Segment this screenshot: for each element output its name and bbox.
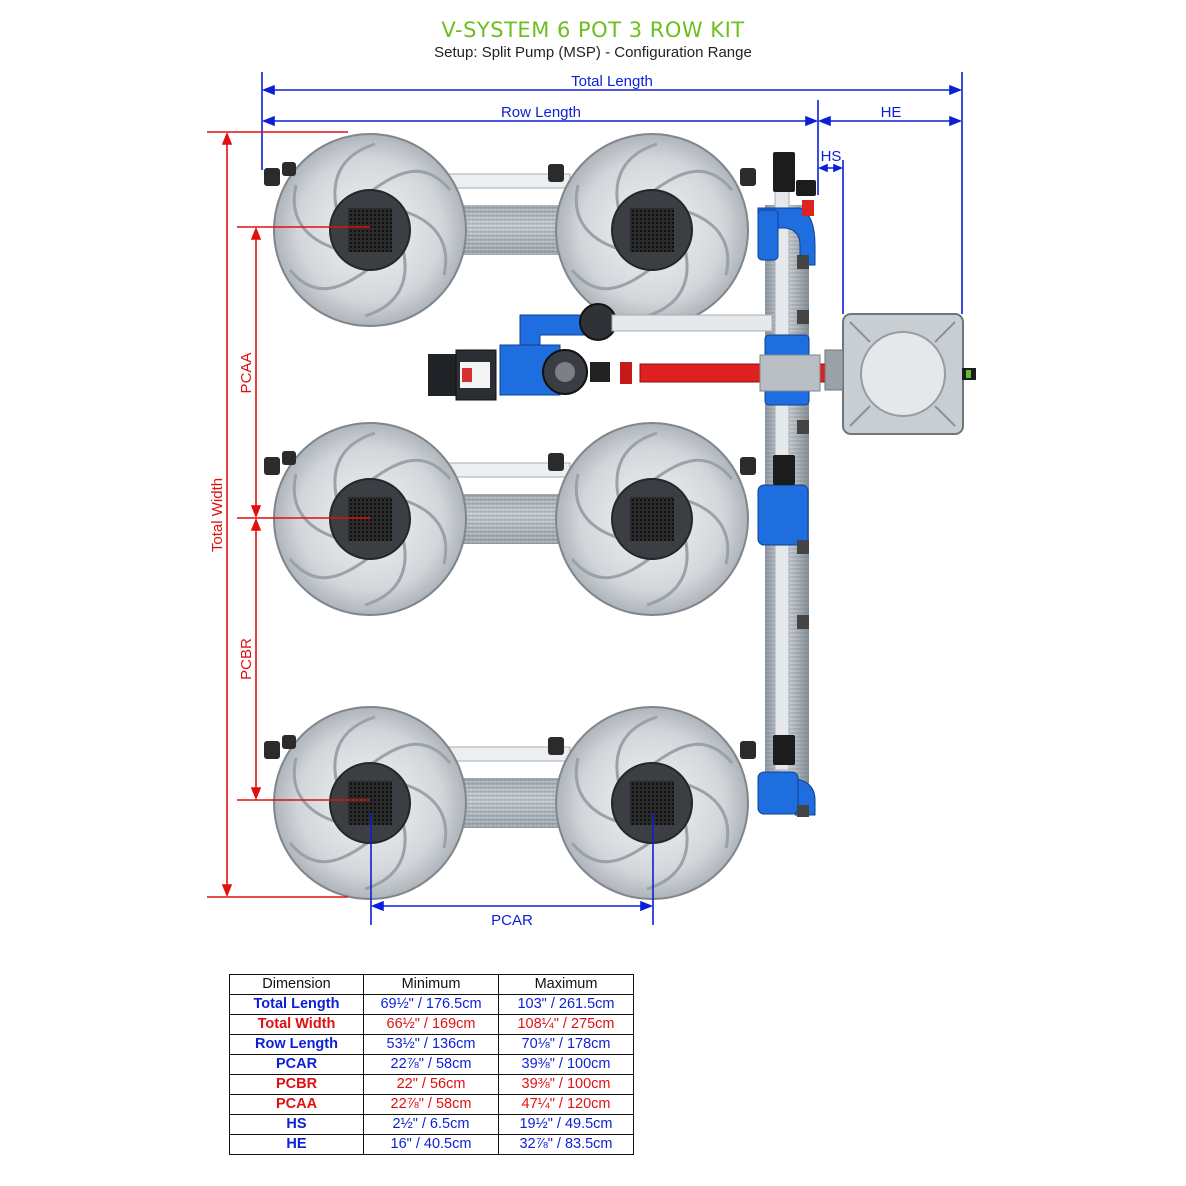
diagram-subtitle: Setup: Split Pump (MSP) - Configuration … <box>434 44 752 61</box>
row-name: PCBR <box>229 1074 364 1095</box>
row-min: 53½" / 136cm <box>363 1034 499 1055</box>
row-min: 22" / 56cm <box>363 1074 499 1095</box>
row-max: 32⅞" / 83.5cm <box>498 1134 634 1155</box>
blue-dimensions <box>261 72 963 925</box>
row-min: 69½" / 176.5cm <box>363 994 499 1015</box>
pump-assembly <box>428 303 826 401</box>
row-max: 39⅜" / 100cm <box>498 1054 634 1075</box>
row-max: 19½" / 49.5cm <box>498 1114 634 1135</box>
table-row: Total Length 69½" / 176.5cm 103" / 261.5… <box>229 994 634 1015</box>
label-hs: HS <box>821 148 842 165</box>
header-minimum: Minimum <box>363 974 499 995</box>
label-pcar: PCAR <box>491 912 533 929</box>
row-max: 39⅜" / 100cm <box>498 1074 634 1095</box>
table-row: HE 16" / 40.5cm 32⅞" / 83.5cm <box>229 1134 634 1155</box>
label-row-length: Row Length <box>501 104 581 121</box>
pot-valves <box>264 162 756 759</box>
row-name: PCAR <box>229 1054 364 1075</box>
label-total-length: Total Length <box>571 73 653 90</box>
row-name: HS <box>229 1114 364 1135</box>
row-name: HE <box>229 1134 364 1155</box>
row-min: 22⅞" / 58cm <box>363 1054 499 1075</box>
row-max: 70⅛" / 178cm <box>498 1034 634 1055</box>
label-pcaa: PCAA <box>238 353 255 394</box>
dimension-table: Dimension Minimum Maximum Total Length 6… <box>229 974 634 1155</box>
table-row: Total Width 66½" / 169cm 108¼" / 275cm <box>229 1014 634 1035</box>
table-row: HS 2½" / 6.5cm 19½" / 49.5cm <box>229 1114 634 1135</box>
system-diagram: Total Length Row Length HE HS PCAR Total… <box>207 72 976 929</box>
row-max: 47¼" / 120cm <box>498 1094 634 1115</box>
row-name: PCAA <box>229 1094 364 1115</box>
table-row: PCAA 22⅞" / 58cm 47¼" / 120cm <box>229 1094 634 1115</box>
row-name: Total Width <box>229 1014 364 1035</box>
row-name: Row Length <box>229 1034 364 1055</box>
red-dimensions <box>207 131 370 898</box>
row-min: 16" / 40.5cm <box>363 1134 499 1155</box>
header-dimension: Dimension <box>229 974 364 995</box>
header-maximum: Maximum <box>498 974 634 995</box>
row-max: 108¼" / 275cm <box>498 1014 634 1035</box>
row-min: 66½" / 169cm <box>363 1014 499 1035</box>
row-max: 103" / 261.5cm <box>498 994 634 1015</box>
row-min: 2½" / 6.5cm <box>363 1114 499 1135</box>
manifold-fittings <box>773 152 816 817</box>
label-he: HE <box>881 104 902 121</box>
table-header-row: Dimension Minimum Maximum <box>229 974 634 995</box>
table-row: Row Length 53½" / 136cm 70⅛" / 178cm <box>229 1034 634 1055</box>
reservoir <box>824 313 976 435</box>
label-total-width: Total Width <box>209 478 226 552</box>
table-row: PCAR 22⅞" / 58cm 39⅜" / 100cm <box>229 1054 634 1075</box>
table-row: PCBR 22" / 56cm 39⅜" / 100cm <box>229 1074 634 1095</box>
label-pcbr: PCBR <box>238 638 255 680</box>
row-min: 22⅞" / 58cm <box>363 1094 499 1115</box>
row-name: Total Length <box>229 994 364 1015</box>
diagram-title: V-SYSTEM 6 POT 3 ROW KIT <box>441 18 745 42</box>
